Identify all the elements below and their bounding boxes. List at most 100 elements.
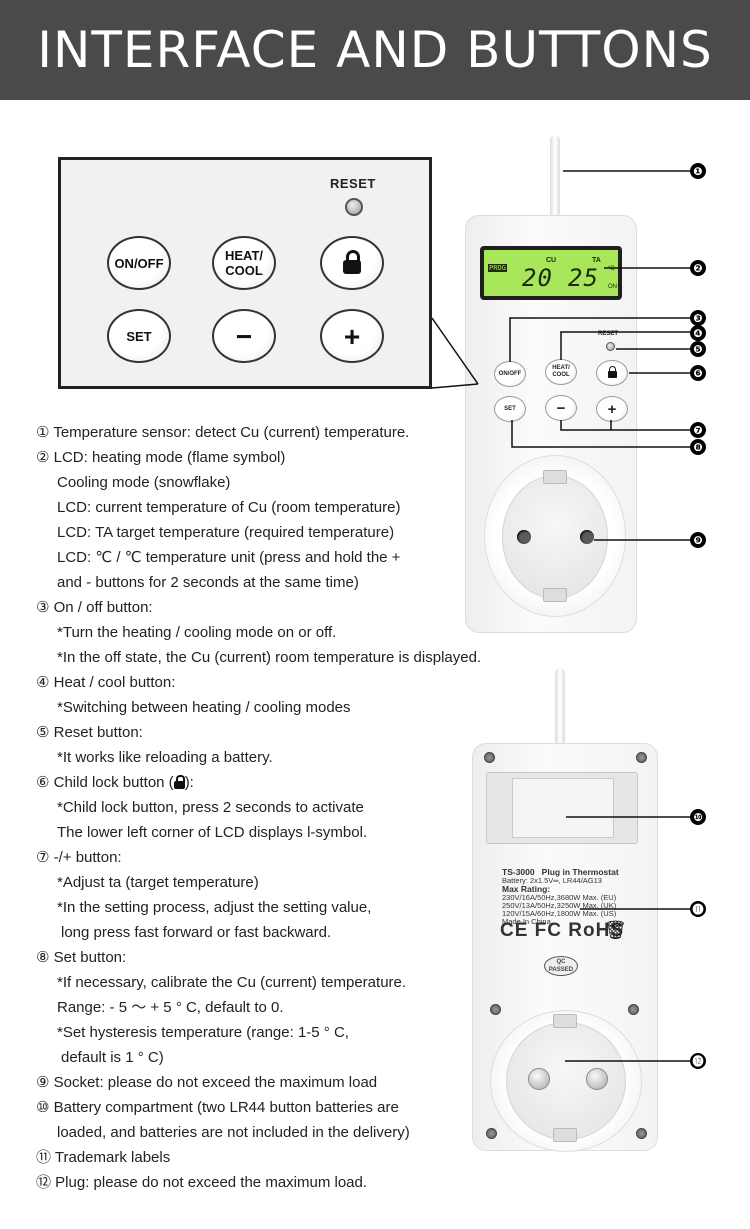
front-reset-button[interactable] bbox=[606, 342, 615, 351]
back-antenna bbox=[555, 668, 565, 748]
description-text: default is 1 ° C) bbox=[61, 1049, 164, 1066]
zoom-minus-button[interactable]: − bbox=[212, 309, 276, 363]
zoom-child-lock-button[interactable] bbox=[320, 236, 384, 290]
description-line: The lower left corner of LCD displays l-… bbox=[57, 820, 367, 845]
description-line: *Switching between heating / cooling mod… bbox=[57, 695, 351, 720]
front-set-button[interactable]: SET bbox=[494, 396, 526, 422]
description-text: LCD: ℃ / ℃ temperature unit (press and h… bbox=[57, 549, 401, 566]
description-text: *Set hysteresis temperature (range: 1-5 … bbox=[57, 1024, 349, 1041]
certification-marks: CE FC RoHS bbox=[500, 920, 624, 941]
description-text: *If necessary, calibrate the Cu (current… bbox=[57, 974, 407, 991]
lock-icon bbox=[607, 366, 617, 378]
description-line: LCD: TA target temperature (required tem… bbox=[57, 520, 394, 545]
description-text: ⑫ Plug: please do not exceed the maximum… bbox=[36, 1174, 368, 1191]
callout-10: ❿ bbox=[690, 809, 706, 825]
description-line: *In the off state, the Cu (current) room… bbox=[57, 645, 481, 670]
callout-4: ❹ bbox=[690, 325, 706, 341]
callout-9: ❾ bbox=[690, 532, 706, 548]
zoom-on-off-button[interactable]: ON/OFF bbox=[107, 236, 171, 290]
callout-1: ❶ bbox=[690, 163, 706, 179]
callout-2: ❷ bbox=[690, 260, 706, 276]
description-line: *Child lock button, press 2 seconds to a… bbox=[57, 795, 364, 820]
description-text: long press fast forward or fast backward… bbox=[61, 924, 332, 941]
page-title: INTERFACE AND BUTTONS bbox=[37, 21, 713, 79]
plug-earth-clip-bottom bbox=[553, 1128, 577, 1142]
description-text: ⑨ Socket: please do not exceed the maxim… bbox=[36, 1074, 378, 1091]
callout-7: ❼ bbox=[690, 422, 706, 438]
description-line: ⑨ Socket: please do not exceed the maxim… bbox=[36, 1070, 377, 1095]
battery-compartment-lid[interactable] bbox=[512, 778, 614, 838]
socket-earth-clip-top bbox=[543, 470, 567, 484]
lcd-prog-indicator: PROG bbox=[488, 264, 507, 272]
zoom-reset-label: RESET bbox=[330, 176, 376, 191]
description-line: and - buttons for 2 seconds at the same … bbox=[57, 570, 359, 595]
description-line: ⑫ Plug: please do not exceed the maximum… bbox=[36, 1170, 367, 1195]
weee-bin-icon: 🗑 bbox=[604, 920, 627, 940]
screw-icon bbox=[490, 1004, 501, 1015]
callout-5: ❺ bbox=[690, 341, 706, 357]
description-text: LCD: TA target temperature (required tem… bbox=[57, 524, 395, 541]
label-line: TS-3000 Plug in Thermostat bbox=[502, 867, 619, 877]
description-line: ① Temperature sensor: detect Cu (current… bbox=[36, 420, 409, 445]
front-heat-cool-button[interactable]: HEAT/ COOL bbox=[545, 359, 577, 385]
description-line: ④ Heat / cool button: bbox=[36, 670, 175, 695]
temperature-sensor-antenna bbox=[550, 135, 560, 220]
description-text: ⑪ Trademark labels bbox=[36, 1149, 171, 1166]
socket-hole-right bbox=[580, 530, 594, 544]
description-text: *In the setting process, adjust the sett… bbox=[57, 899, 372, 916]
socket-hole-left bbox=[517, 530, 531, 544]
label-line: Made In China bbox=[502, 917, 551, 926]
description-line: *In the setting process, adjust the sett… bbox=[57, 895, 371, 920]
description-line: Cooling mode (snowflake) bbox=[57, 470, 230, 495]
callout-3: ❸ bbox=[690, 310, 706, 326]
description-line: *If necessary, calibrate the Cu (current… bbox=[57, 970, 406, 995]
description-text: and - buttons for 2 seconds at the same … bbox=[57, 574, 359, 591]
description-line: long press fast forward or fast backward… bbox=[61, 920, 331, 945]
description-text: ③ On / off button: bbox=[36, 599, 153, 616]
description-line: loaded, and batteries are not included i… bbox=[57, 1120, 410, 1145]
description-text: The lower left corner of LCD displays l-… bbox=[57, 824, 368, 841]
description-line: ⑥ Child lock button (): bbox=[36, 770, 194, 795]
plug-pin-left bbox=[528, 1068, 550, 1090]
trademark-label: TS-3000 Plug in Thermostat Battery: 2x1.… bbox=[502, 868, 619, 926]
front-child-lock-button[interactable] bbox=[596, 360, 628, 386]
description-line: Range: - 5 ～ + 5 ° C, default to 0. bbox=[57, 995, 284, 1020]
description-line: ⑩ Battery compartment (two LR44 button b… bbox=[36, 1095, 399, 1120]
description-line: LCD: current temperature of Cu (room tem… bbox=[57, 495, 400, 520]
description-text: ⑧ Set button: bbox=[36, 949, 127, 966]
callout-12: ⓬ bbox=[690, 1053, 706, 1069]
description-text: ⑥ Child lock button ( bbox=[36, 774, 174, 791]
description-line: ⑪ Trademark labels bbox=[36, 1145, 170, 1170]
lcd-cu-value: 20 bbox=[522, 264, 553, 292]
lcd-ta-value: 25 bbox=[568, 264, 599, 292]
callout-11: ⓫ bbox=[690, 901, 706, 917]
lock-icon bbox=[173, 775, 185, 789]
description-line: *Set hysteresis temperature (range: 1-5 … bbox=[57, 1020, 349, 1045]
description-text: ⑤ Reset button: bbox=[36, 724, 143, 741]
description-text: *Child lock button, press 2 seconds to a… bbox=[57, 799, 364, 816]
description-text: Range: - 5 ～ + 5 ° C, default to 0. bbox=[57, 999, 284, 1016]
lcd-ta-label: TA bbox=[592, 257, 601, 264]
screw-icon bbox=[636, 1128, 647, 1139]
front-reset-label: RESET bbox=[598, 331, 619, 337]
callout-8: ❽ bbox=[690, 439, 706, 455]
zoom-plus-button[interactable]: + bbox=[320, 309, 384, 363]
front-on-off-button[interactable]: ON/OFF bbox=[494, 361, 526, 387]
description-text-suffix: ): bbox=[184, 774, 194, 791]
zoom-heat-cool-button[interactable]: HEAT/ COOL bbox=[212, 236, 276, 290]
qc-passed-badge: QC PASSED bbox=[544, 956, 578, 976]
description-text: ④ Heat / cool button: bbox=[36, 674, 176, 691]
description-text: *Turn the heating / cooling mode on or o… bbox=[57, 624, 337, 641]
description-text: loaded, and batteries are not included i… bbox=[57, 1124, 410, 1141]
lock-icon bbox=[343, 250, 361, 274]
description-text: ⑦ -/+ button: bbox=[36, 849, 122, 866]
description-line: ② LCD: heating mode (flame symbol) bbox=[36, 445, 285, 470]
lcd-display: PROG CU TA 20 25 °C ON bbox=[484, 250, 618, 296]
front-plus-button[interactable]: + bbox=[596, 396, 628, 422]
zoom-set-button[interactable]: SET bbox=[107, 309, 171, 363]
description-text: *Adjust ta (target temperature) bbox=[57, 874, 259, 891]
zoom-reset-button[interactable] bbox=[345, 198, 363, 216]
label-line: 250V/13A/50Hz,3250W Max. (UK) bbox=[502, 901, 617, 910]
description-text: *In the off state, the Cu (current) room… bbox=[57, 649, 482, 666]
